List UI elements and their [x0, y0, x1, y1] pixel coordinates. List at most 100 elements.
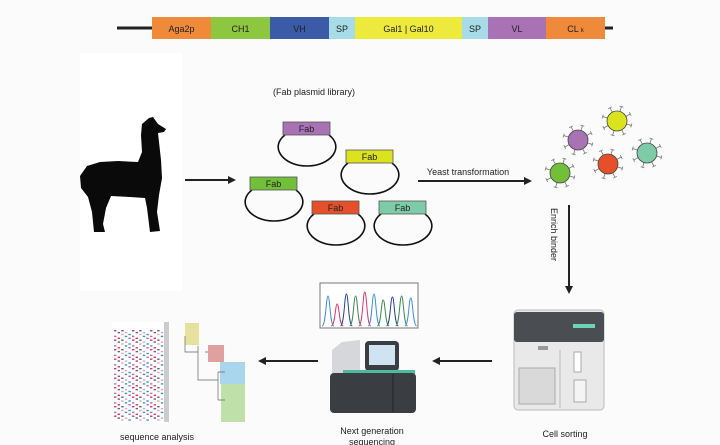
alignment-cell: [142, 383, 146, 385]
chromatogram-peak: [339, 293, 353, 327]
chromatogram-peak: [385, 296, 399, 327]
alignment-cell: [139, 343, 142, 345]
sequence-analysis-label: sequence analysis: [120, 432, 195, 442]
chromatogram-peak: [376, 299, 390, 327]
alignment-cell: [114, 364, 117, 366]
alignment-cell: [150, 392, 153, 395]
alignment-cell: [132, 377, 135, 379]
alignment-cell: [117, 337, 120, 339]
alignment-cell: [160, 354, 164, 357]
alignment-cell: [139, 368, 142, 370]
alignment-cell: [121, 396, 124, 398]
fab-label: Fab: [299, 124, 315, 134]
construct-segment-subscript: k: [581, 28, 585, 34]
alignment-cell: [121, 352, 124, 355]
alignment-cell: [135, 379, 138, 381]
alignment-cell: [150, 335, 153, 338]
alignment-cell: [142, 411, 146, 414]
alignment-cell: [124, 398, 128, 400]
alignment-cell: [132, 411, 135, 414]
alignment-cell: [157, 333, 160, 336]
alignment-cell: [128, 371, 131, 374]
alignment-cell: [142, 341, 146, 343]
chromatogram-peak: [404, 297, 418, 327]
alignment-cell: [139, 387, 142, 389]
alignment-cell: [157, 377, 160, 379]
alignment-cell: [157, 419, 160, 421]
alignment-cell: [128, 394, 131, 396]
alignment-cell: [117, 369, 120, 372]
alignment-cell: [114, 387, 117, 389]
alignment-cell: [135, 356, 138, 358]
fab-plasmid: Fab: [373, 200, 433, 246]
alignment-cell: [121, 349, 124, 351]
alignment-cell: [124, 369, 128, 372]
alignment-cell: [121, 362, 124, 364]
alignment-cell: [135, 394, 138, 396]
alignment-cell: [128, 356, 131, 358]
alignment-cell: [146, 356, 149, 358]
alignment-cell: [114, 354, 117, 357]
alignment-cell: [139, 406, 142, 408]
alignment-cell: [146, 394, 149, 396]
alignment-cell: [157, 381, 160, 383]
alignment-cell: [157, 349, 160, 351]
alignment-cell: [117, 331, 120, 334]
construct-segment-label: CH1: [231, 24, 249, 34]
alignment-cell: [142, 388, 146, 391]
alignment-cell: [114, 392, 117, 395]
alignment-cell: [114, 330, 117, 332]
alignment-cell: [157, 390, 160, 393]
alignment-cell: [139, 333, 142, 336]
alignment-cell: [114, 358, 117, 360]
alignment-cell: [160, 373, 164, 376]
alignment-cell: [124, 417, 128, 419]
alignment-cell: [157, 406, 160, 408]
alignment-cell: [114, 377, 117, 379]
alignment-cell: [135, 388, 138, 391]
alignment-cell: [153, 350, 156, 353]
alignment-cell: [117, 347, 120, 349]
alignment-cell: [146, 375, 149, 377]
chromatogram-peak: [358, 291, 372, 327]
alignment-cell: [132, 330, 135, 332]
alignment-cell: [114, 345, 117, 347]
alignment-cell: [117, 404, 120, 406]
alignment-cell: [121, 371, 124, 374]
alignment-cell: [132, 368, 135, 370]
fab-label: Fab: [362, 152, 378, 162]
alignment-cell: [121, 400, 124, 402]
alignment-cell: [132, 354, 135, 357]
alignment-cell: [146, 366, 149, 368]
alignment-cell: [139, 330, 142, 332]
alignment-cell: [135, 407, 138, 410]
alignment-cell: [139, 381, 142, 383]
fab-label: Fab: [395, 203, 411, 213]
construct-segment: SP: [462, 17, 488, 39]
alignment-cell: [114, 339, 117, 341]
yeast-transformation-label: Yeast transformation: [427, 167, 509, 177]
alignment-cell: [146, 419, 149, 421]
alignment-cell: [132, 364, 135, 366]
construct-segment: Aga2p: [152, 17, 211, 39]
alignment-cell: [157, 400, 160, 402]
alignment-cell: [114, 396, 117, 398]
alignment-cell: [150, 339, 153, 341]
yeast-cell-icon: [562, 124, 594, 156]
alignment-cell: [139, 349, 142, 351]
alignment-cell: [114, 415, 117, 417]
alignment-cell: [121, 390, 124, 393]
alignment-cell: [132, 392, 135, 395]
construct-segment-label: VL: [511, 24, 522, 34]
fab-label: Fab: [328, 203, 344, 213]
fab-plasmid: Fab: [277, 121, 337, 167]
alignment-cell: [153, 407, 156, 410]
alignment-cell: [153, 356, 156, 358]
sequencer-icon: [330, 340, 416, 413]
alignment-cell: [146, 385, 149, 387]
alignment-cell: [150, 402, 153, 404]
alignment-cell: [150, 396, 153, 398]
alignment-cell: [146, 337, 149, 339]
chromatogram-peak: [395, 295, 409, 327]
alignment-cell: [124, 407, 128, 410]
